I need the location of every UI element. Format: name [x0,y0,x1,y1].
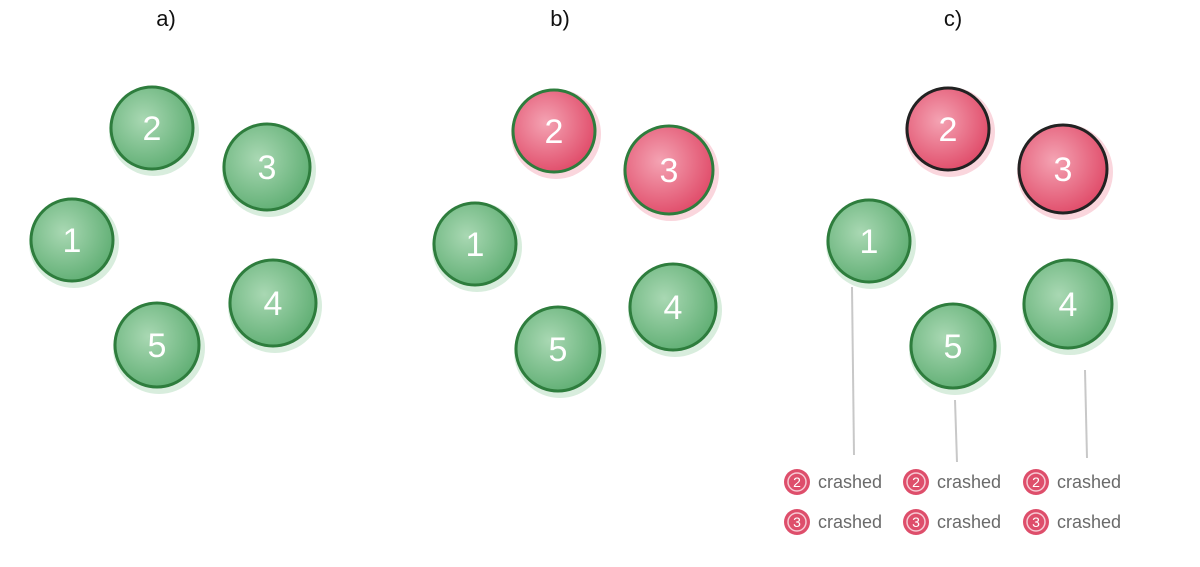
status-text: crashed [937,472,1001,492]
status-entry: 3 crashed [784,509,882,535]
node-5-view: 2 crashed 3 crashed [903,399,1001,535]
node-1-healthy: 1 [826,198,916,289]
node-label: 2 [545,113,564,151]
node-label: 1 [860,223,879,261]
status-text: crashed [818,512,882,532]
node-4-healthy: 4 [628,262,722,357]
status-text: crashed [818,472,882,492]
node-label: 5 [148,327,167,365]
node-5-healthy: 5 [113,301,205,394]
node-circle [113,301,201,389]
status-entry: 2 crashed [784,469,882,495]
panel-b-label: b) [550,6,570,31]
node-4-healthy: 4 [228,258,322,353]
node-circle [623,124,715,216]
node-label: 1 [466,226,485,264]
node-3-crashed: 3 [623,124,719,221]
node-circle [1022,258,1114,350]
node-2-crashed: 2 [905,86,995,177]
status-node-icon-ring [1026,512,1046,532]
status-node-icon-ring [906,472,926,492]
status-entry: 3 crashed [1023,509,1121,535]
node-circle [514,305,602,393]
panel-a-label: a) [156,6,176,31]
node-3-crashed: 3 [1017,123,1113,220]
status-entry: 2 crashed [1023,469,1121,495]
status-node-id: 2 [1032,474,1040,490]
node-circle [29,197,115,283]
status-text: crashed [1057,512,1121,532]
node-2-healthy: 2 [109,85,199,176]
panel-a: 1 2 3 4 5 [29,85,322,394]
status-node-id: 3 [793,514,801,530]
node-circle [826,198,912,284]
node-label: 4 [1059,286,1078,324]
node-label: 4 [664,289,683,327]
view-connector-line [954,399,958,463]
panel-b: 1 2 3 4 5 [432,88,722,398]
status-text: crashed [937,512,1001,532]
status-node-id: 2 [912,474,920,490]
node-circle [511,88,597,174]
panel-c: 1 2 3 4 5 2 crashed 3 crashed 2 crashed 3 crashed 2 cr… [784,86,1121,535]
node-circle [228,258,318,348]
node-circle [109,85,195,171]
node-1-healthy: 1 [432,201,522,292]
node-circle [222,122,312,212]
node-3-healthy: 3 [222,122,316,217]
status-node-icon-ring [1026,472,1046,492]
node-label: 5 [549,331,568,369]
node-label: 3 [258,149,277,187]
node-circle [905,86,991,172]
node-label: 2 [143,110,162,148]
status-node-icon-ring [787,512,807,532]
node-5-healthy: 5 [514,305,606,398]
status-entry: 2 crashed [903,469,1001,495]
node-5-healthy: 5 [909,302,1001,395]
node-label: 2 [939,111,958,149]
node-label: 3 [660,152,679,190]
status-node-id: 2 [793,474,801,490]
node-4-healthy: 4 [1022,258,1118,355]
status-node-id: 3 [1032,514,1040,530]
status-text: crashed [1057,472,1121,492]
node-circle [1017,123,1109,215]
status-node-id: 3 [912,514,920,530]
node-circle [909,302,997,390]
node-1-view: 2 crashed 3 crashed [784,286,882,535]
node-2-crashed: 2 [511,88,601,179]
status-node-icon-ring [787,472,807,492]
node-circle [628,262,718,352]
node-label: 1 [63,222,82,260]
node-label: 4 [264,285,283,323]
view-connector-line [1084,369,1088,459]
node-label: 3 [1054,151,1073,189]
status-node-icon-ring [906,512,926,532]
panel-c-label: c) [943,6,963,31]
node-circle [432,201,518,287]
status-entry: 3 crashed [903,509,1001,535]
view-connector-line [851,286,855,456]
node-label: 5 [944,328,963,366]
node-1-healthy: 1 [29,197,119,288]
node-4-view: 2 crashed 3 crashed [1023,369,1121,535]
